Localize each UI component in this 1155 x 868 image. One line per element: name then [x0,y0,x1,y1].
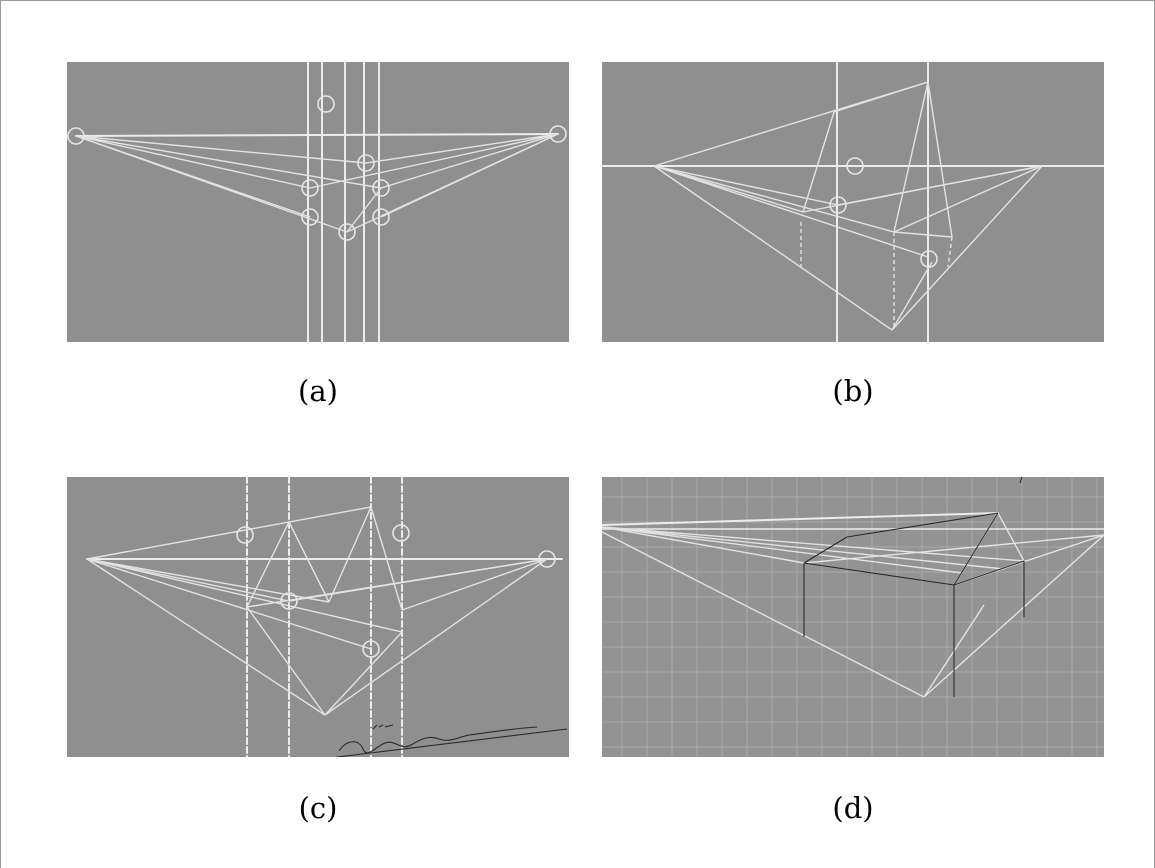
caption-b: (b) [832,374,874,408]
panel-b-perspective-drawing [602,62,1104,342]
caption-c: (c) [298,791,338,825]
panel-c-photo [67,477,569,757]
panel-d-photo [602,477,1104,757]
panel-c-perspective-drawing [86,477,568,757]
panel-d-grid [602,477,1104,757]
panel-a-photo [67,62,569,342]
panel-a-perspective-drawing [67,62,567,342]
caption-d: (d) [832,791,874,825]
caption-a: (a) [298,374,338,408]
panel-b-photo [602,62,1104,342]
panel-d-perspective-drawing [602,477,1104,757]
